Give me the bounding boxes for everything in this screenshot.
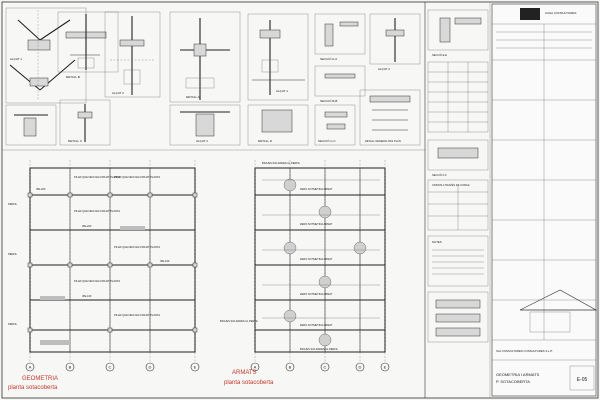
geom-label-pilar-5: PILAR QUE NEIX EN FORJAT PLANTA [74, 279, 120, 283]
detail-2-label: DETALL B [66, 75, 80, 79]
geom-axis-a: A [29, 365, 32, 370]
plan-armats: ZERO SOTMETIDA ARMAT ZERO SOTMETIDA ARMA… [220, 160, 390, 386]
geom-label-ipe160-2: IPE-160 [82, 294, 92, 298]
detail-panel-2: DETALL B [57, 11, 119, 79]
detail-1-label: ALÇAT 1 [10, 57, 22, 61]
unions-label: UNIONS A TRAVÉS DE CORGA [432, 182, 470, 187]
armat-axis-d: D [359, 365, 362, 370]
armat-axis-bubbles: A B C D E [250, 362, 390, 372]
geom-axis-b: B [69, 365, 72, 370]
detail-panel-4: DETALL A [169, 11, 241, 103]
geom-axis-e: E [194, 365, 197, 370]
detail-panel-3: ALÇAT 2 [104, 11, 161, 98]
detail-3-label: ALÇAT 2 [112, 91, 124, 95]
geom-label-pilar-3: PILAR QUE NEIX EN FORJAT PLANTA [74, 209, 120, 213]
armat-plan-title: ARMATS [232, 370, 257, 376]
geom-label-pilar-6: PILAR QUE NEIX EN FORJAT PLANTA [114, 313, 160, 317]
detail-5-label: ALÇAT 1 [276, 89, 288, 93]
title-block: CASA CONSULTORES SJA CONSULTORES CONSULT… [491, 3, 598, 397]
armat-label-4: ZERO SOTMETIDA ARMAT [300, 292, 333, 296]
geom-plan-subtitle: planta sotacoberta [8, 385, 58, 391]
armat-axis-e: E [384, 365, 387, 370]
armat-label-bigues-bottom: BIGUES SOLDADES AL PERFIL [300, 347, 339, 351]
detail-row-middle: DETALL C ALÇAT 2 DETALL D SECCIÓ C-C DET… [5, 89, 421, 146]
armat-label-2: ZERO SOTMETIDA ARMAT [300, 222, 333, 226]
seccio-bb-label: SECCIÓ B-B [320, 98, 337, 103]
seccio-aa-label: SECCIÓ A-A [320, 56, 337, 61]
armat-label-bigues-left: BIGUES SOLDADES AL PERFIL [220, 319, 259, 323]
firm-line: SJA CONSULTORES CONSULTORES S.L.P. [496, 349, 553, 353]
armat-plan-subtitle: planta sotacoberta [224, 380, 274, 386]
geom-label-ipe200-2: IPE-200 [82, 224, 92, 228]
detail-panel-6: SECCIÓ A-A SECCIÓ B-B [314, 13, 366, 103]
armat-label-5: ZERO SOTMETIDA ARMAT [300, 323, 333, 327]
detail-panel-1: ALÇAT 1 [5, 7, 87, 104]
alcat-2-lower-label: ALÇAT 2 [196, 139, 208, 143]
armat-label-1: ZERO SOTMETIDA ARMAT [300, 187, 333, 191]
detail-panel-5: ALÇAT 1 [247, 13, 309, 101]
detall-c-label: DETALL C [68, 139, 83, 143]
geom-label-pilar-2: PILAR QUE NEIX EN FORJAT PLANTA [114, 175, 160, 179]
detail-4-label: DETALL A [186, 95, 200, 99]
right-column-notes: SECCIÓ E-E SECCIÓ F-F UNIONS A TRAVÉS DE… [427, 9, 489, 343]
geom-label-ipe200-1: IPE-200 [36, 187, 46, 191]
geom-label-ipe160-1: IPE-160 [160, 259, 170, 263]
company-name: CASA CONSULTORES [545, 11, 576, 15]
geom-label-pilar-1: PILAR QUE NEIX EN FORJAT PLANTA [74, 175, 120, 179]
geom-axis-c: C [109, 365, 112, 370]
geom-label-pilar-4: PILAR QUE NEIX EN FORJAT PLANTA [114, 245, 160, 249]
geom-axis-d: D [149, 365, 152, 370]
seccio-cc-label: SECCIÓ C-C [318, 138, 337, 143]
detail-panel-7: ALÇAT 2 [369, 13, 421, 71]
detall-d-label: DETALL D [258, 139, 273, 143]
notes-label: NOTES [432, 240, 442, 244]
alcat-2-right-label: ALÇAT 2 [378, 67, 390, 71]
geom-plan-title: GEOMETRIA [22, 376, 58, 382]
armat-axis-c: C [324, 365, 327, 370]
detall-general-label: DETALL GENERAL PAS PLAN [365, 139, 401, 143]
armat-label-bigues-top: BIGUES SOLDADES AL PERFIL [262, 161, 301, 165]
armat-axis-b: B [289, 365, 292, 370]
drawing-number: E-05 [577, 377, 588, 383]
geom-label-perfil-2: PERFIL [8, 252, 18, 256]
drawing-title-2: P. SOTACOBERTA [496, 379, 530, 384]
armat-label-3: ZERO SOTMETIDA ARMAT [300, 257, 333, 261]
armat-axis-a: A [254, 365, 257, 370]
seccio-ee-label: SECCIÓ E-E [432, 52, 447, 57]
geom-label-perfil-3: PERFIL [8, 322, 18, 326]
drawing-title-1: GEOMETRIA I ARMATS [496, 372, 540, 377]
geom-axis-bubbles: A B C D E [25, 362, 200, 372]
geom-label-perfil-1: PERFIL [8, 202, 18, 206]
seccio-ff-label: SECCIÓ F-F [432, 172, 447, 177]
plan-geometria: PILAR QUE NEIX EN FORJAT PLANTA PILAR QU… [8, 160, 200, 391]
